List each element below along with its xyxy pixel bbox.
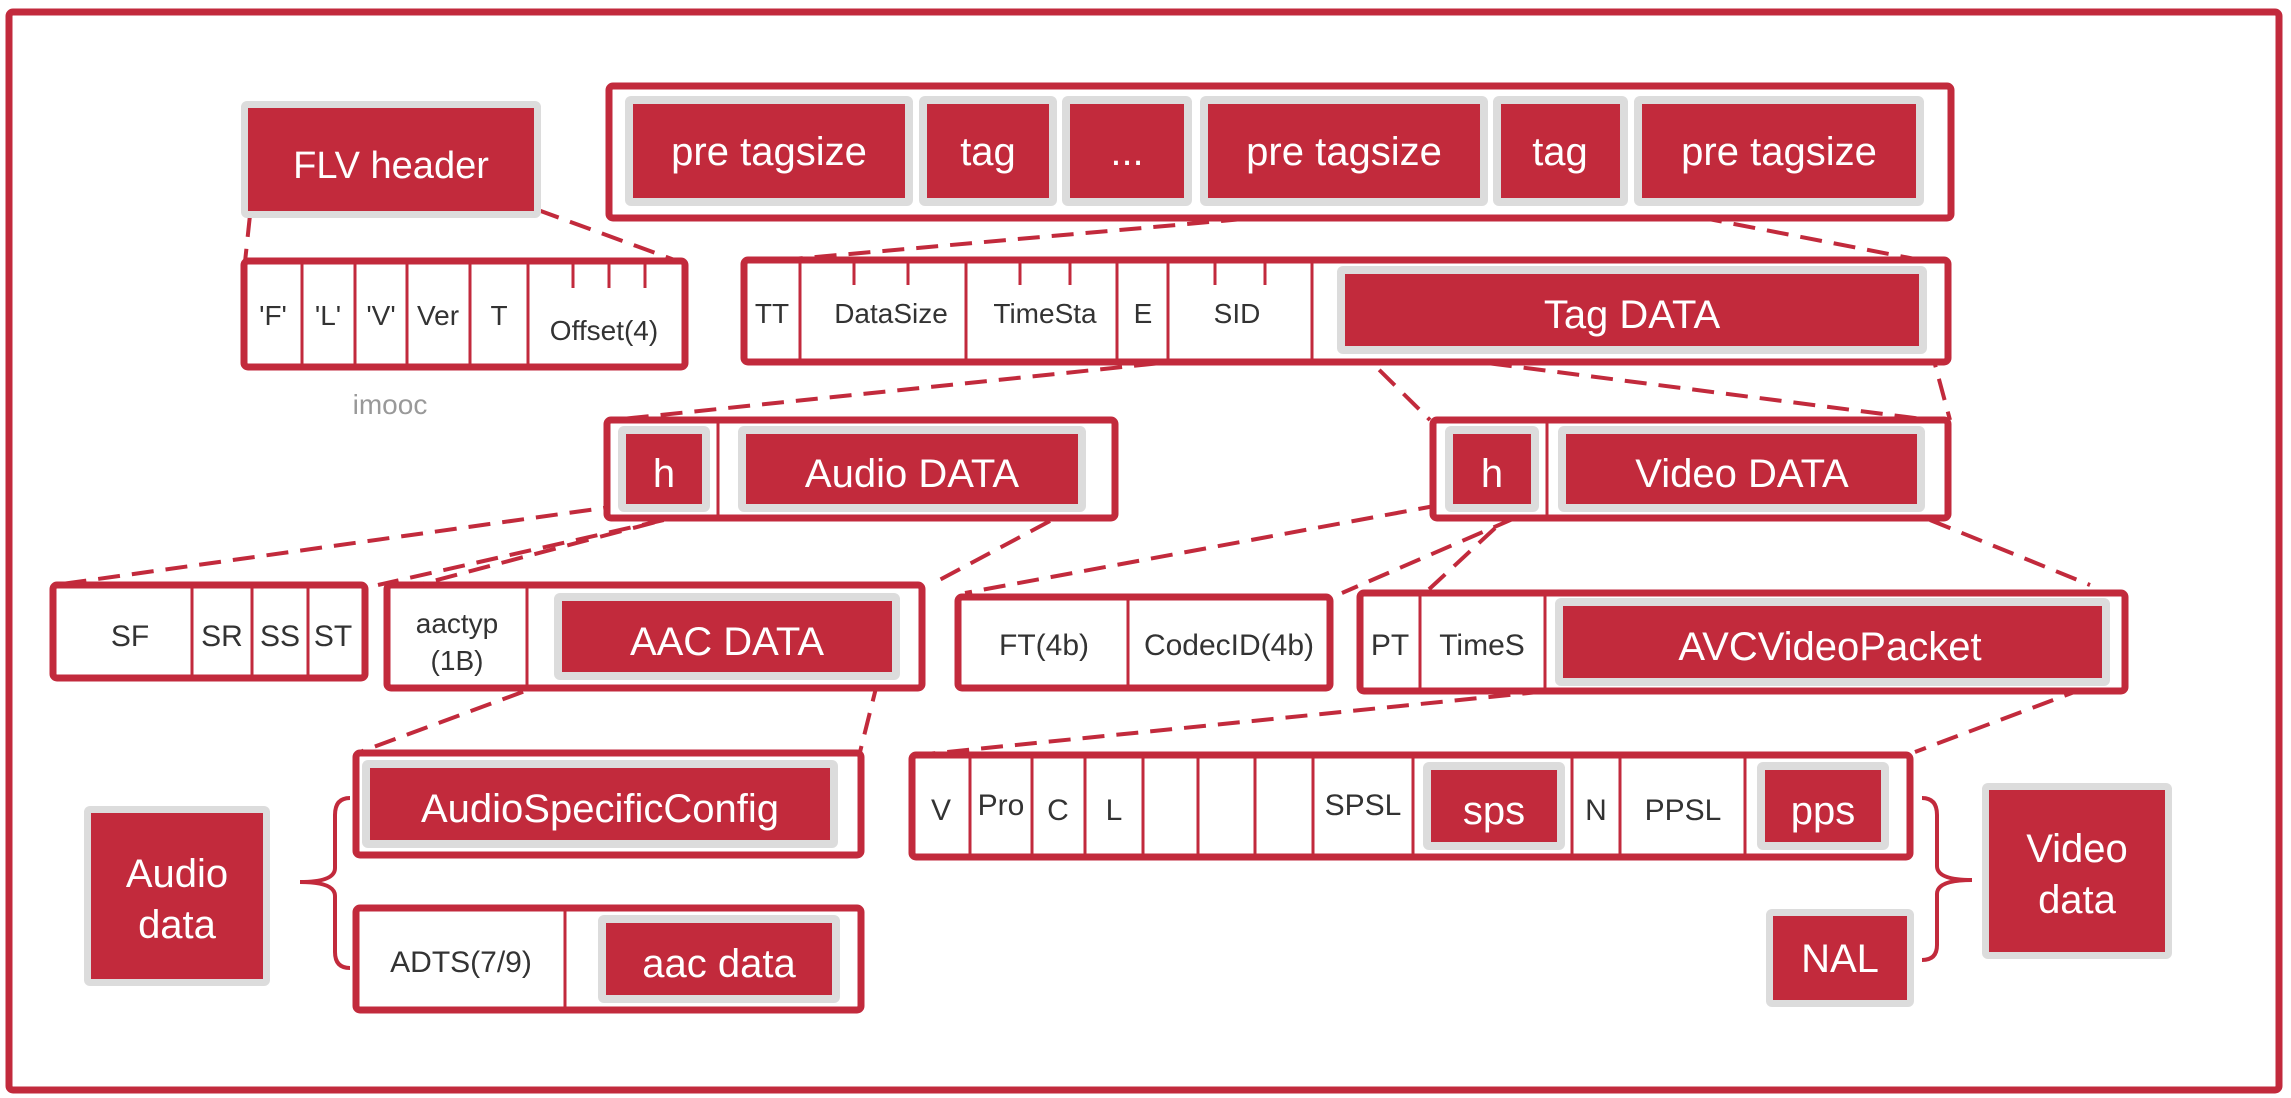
outer-frame	[5, 8, 2283, 1094]
adts-aac-data-label: aac data	[642, 942, 796, 986]
flv-header-title: FLV header	[293, 145, 489, 187]
avc-field-packet-type: PT	[1371, 629, 1409, 662]
body-pre-tagsize-3: pre tagsize	[1681, 130, 1877, 174]
avc-config-sps-length: SPSL	[1325, 789, 1402, 822]
aac-data-label: AAC DATA	[630, 620, 824, 664]
pps-label: pps	[1791, 789, 1856, 833]
video-side-line2: data	[2038, 878, 2117, 922]
audio-tag-block: h Audio DATA	[603, 416, 1119, 522]
video-brace	[1921, 796, 1973, 962]
watermark: imooc	[353, 389, 428, 420]
body-tag-1: tag	[960, 130, 1016, 174]
audio-field-sf: SF	[111, 620, 149, 653]
avc-config-compat: C	[1047, 794, 1069, 827]
avc-config-pps-length: PPSL	[1645, 794, 1722, 827]
avc-config-version: V	[931, 794, 951, 827]
adts-label: ADTS(7/9)	[390, 946, 532, 979]
nal-label-block: NAL	[1766, 909, 1914, 1007]
flv-field-version: Ver	[417, 300, 459, 331]
flv-field-type: T	[490, 300, 507, 331]
video-tag-header: h	[1481, 452, 1503, 496]
flv-field-offset: Offset(4)	[550, 315, 658, 346]
audio-field-sr: SR	[201, 620, 243, 653]
avc-config-pps-count: N	[1585, 794, 1607, 827]
body-ellipsis: ...	[1110, 130, 1143, 174]
avc-packet-block: PT TimeS AVCVideoPacket	[1356, 589, 2129, 695]
avc-video-packet-label: AVCVideoPacket	[1678, 625, 1981, 669]
body-tag-2: tag	[1532, 130, 1588, 174]
tag-field-datasize: DataSize	[834, 298, 948, 329]
audio-data-side-label: Audio data	[84, 806, 270, 986]
audio-tag-header: h	[653, 452, 675, 496]
body-pre-tagsize-1: pre tagsize	[671, 130, 867, 174]
flv-body: pre tagsize tag ... pre tagsize tag pre …	[605, 82, 1955, 222]
aac-packet-block: aactyp (1B) AAC DATA	[383, 581, 926, 692]
audio-field-ss: SS	[260, 620, 300, 653]
sps-label: sps	[1463, 789, 1525, 833]
avc-field-timestamp: TimeS	[1439, 629, 1525, 662]
audio-brace	[299, 796, 351, 970]
braces	[299, 796, 1973, 970]
tag-field-timestamp: TimeSta	[993, 298, 1097, 329]
tag-field-e: E	[1134, 298, 1153, 329]
audio-field-st: ST	[314, 620, 352, 653]
audio-side-line2: data	[138, 903, 217, 947]
flv-field-f: 'F'	[259, 300, 287, 331]
tag-field-sid: SID	[1214, 298, 1261, 329]
video-side-line1: Video	[2026, 827, 2128, 871]
aac-packet-type-line1: aactyp	[416, 608, 499, 639]
body-pre-tagsize-2: pre tagsize	[1246, 130, 1442, 174]
audio-specific-config-label: AudioSpecificConfig	[421, 787, 779, 831]
audio-data-label: Audio DATA	[805, 452, 1019, 496]
audio-header-fields: SF SR SS ST	[49, 581, 369, 682]
tag-data-label: Tag DATA	[1544, 293, 1721, 337]
avc-config-level: L	[1106, 794, 1123, 827]
tag-block: TT DataSize TimeSta E SID Tag DATA	[740, 256, 1952, 366]
avc-config-block: V Pro C L SPSL N PPSL sps pps	[908, 751, 1914, 861]
flv-header-block: FLV header	[241, 101, 541, 218]
video-data-label: Video DATA	[1635, 452, 1849, 496]
avc-config-profile: Pro	[978, 789, 1025, 822]
adts-block: ADTS(7/9) aac data	[352, 904, 865, 1014]
audio-side-line1: Audio	[126, 852, 228, 896]
nal-label: NAL	[1801, 937, 1879, 981]
video-field-frame-type: FT(4b)	[999, 629, 1089, 662]
flv-header-fields: 'F' 'L' 'V' Ver T Offset(4)	[240, 257, 689, 371]
flv-field-v: 'V'	[366, 300, 395, 331]
flv-field-l: 'L'	[315, 300, 341, 331]
video-tag-block: h Video DATA	[1429, 416, 1952, 522]
audio-specific-config-block: AudioSpecificConfig	[352, 749, 865, 859]
video-header-fields: FT(4b) CodecID(4b)	[954, 593, 1334, 692]
aac-packet-type-line2: (1B)	[431, 645, 484, 676]
video-field-codec-id: CodecID(4b)	[1144, 629, 1314, 662]
video-data-side-label: Video data	[1982, 783, 2172, 959]
tag-field-tt: TT	[755, 298, 789, 329]
